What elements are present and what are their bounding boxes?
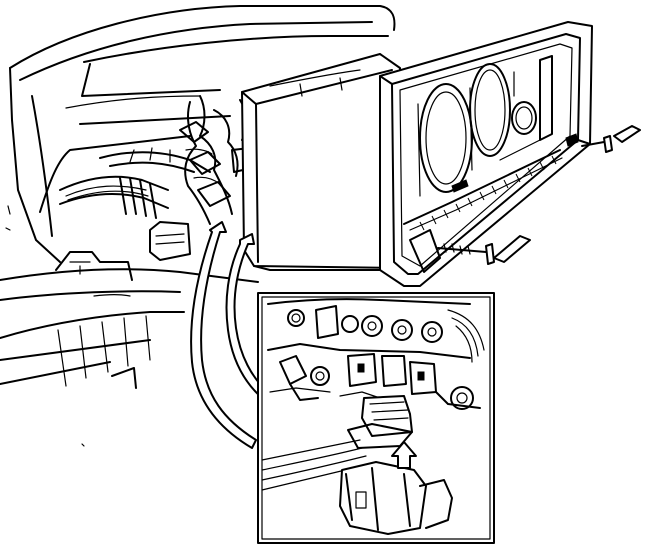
dashboard-bezel (0, 5, 396, 389)
cluster-housing (241, 53, 401, 271)
bulb-socket-connector (179, 95, 253, 225)
leader-marks (5, 205, 85, 447)
mounting-screw (437, 135, 613, 265)
gauge-openings (417, 55, 553, 197)
retaining-clip (409, 125, 641, 273)
wiring-harness (59, 147, 211, 261)
detail-inset (257, 292, 495, 544)
inset-connector-plug (261, 395, 413, 491)
